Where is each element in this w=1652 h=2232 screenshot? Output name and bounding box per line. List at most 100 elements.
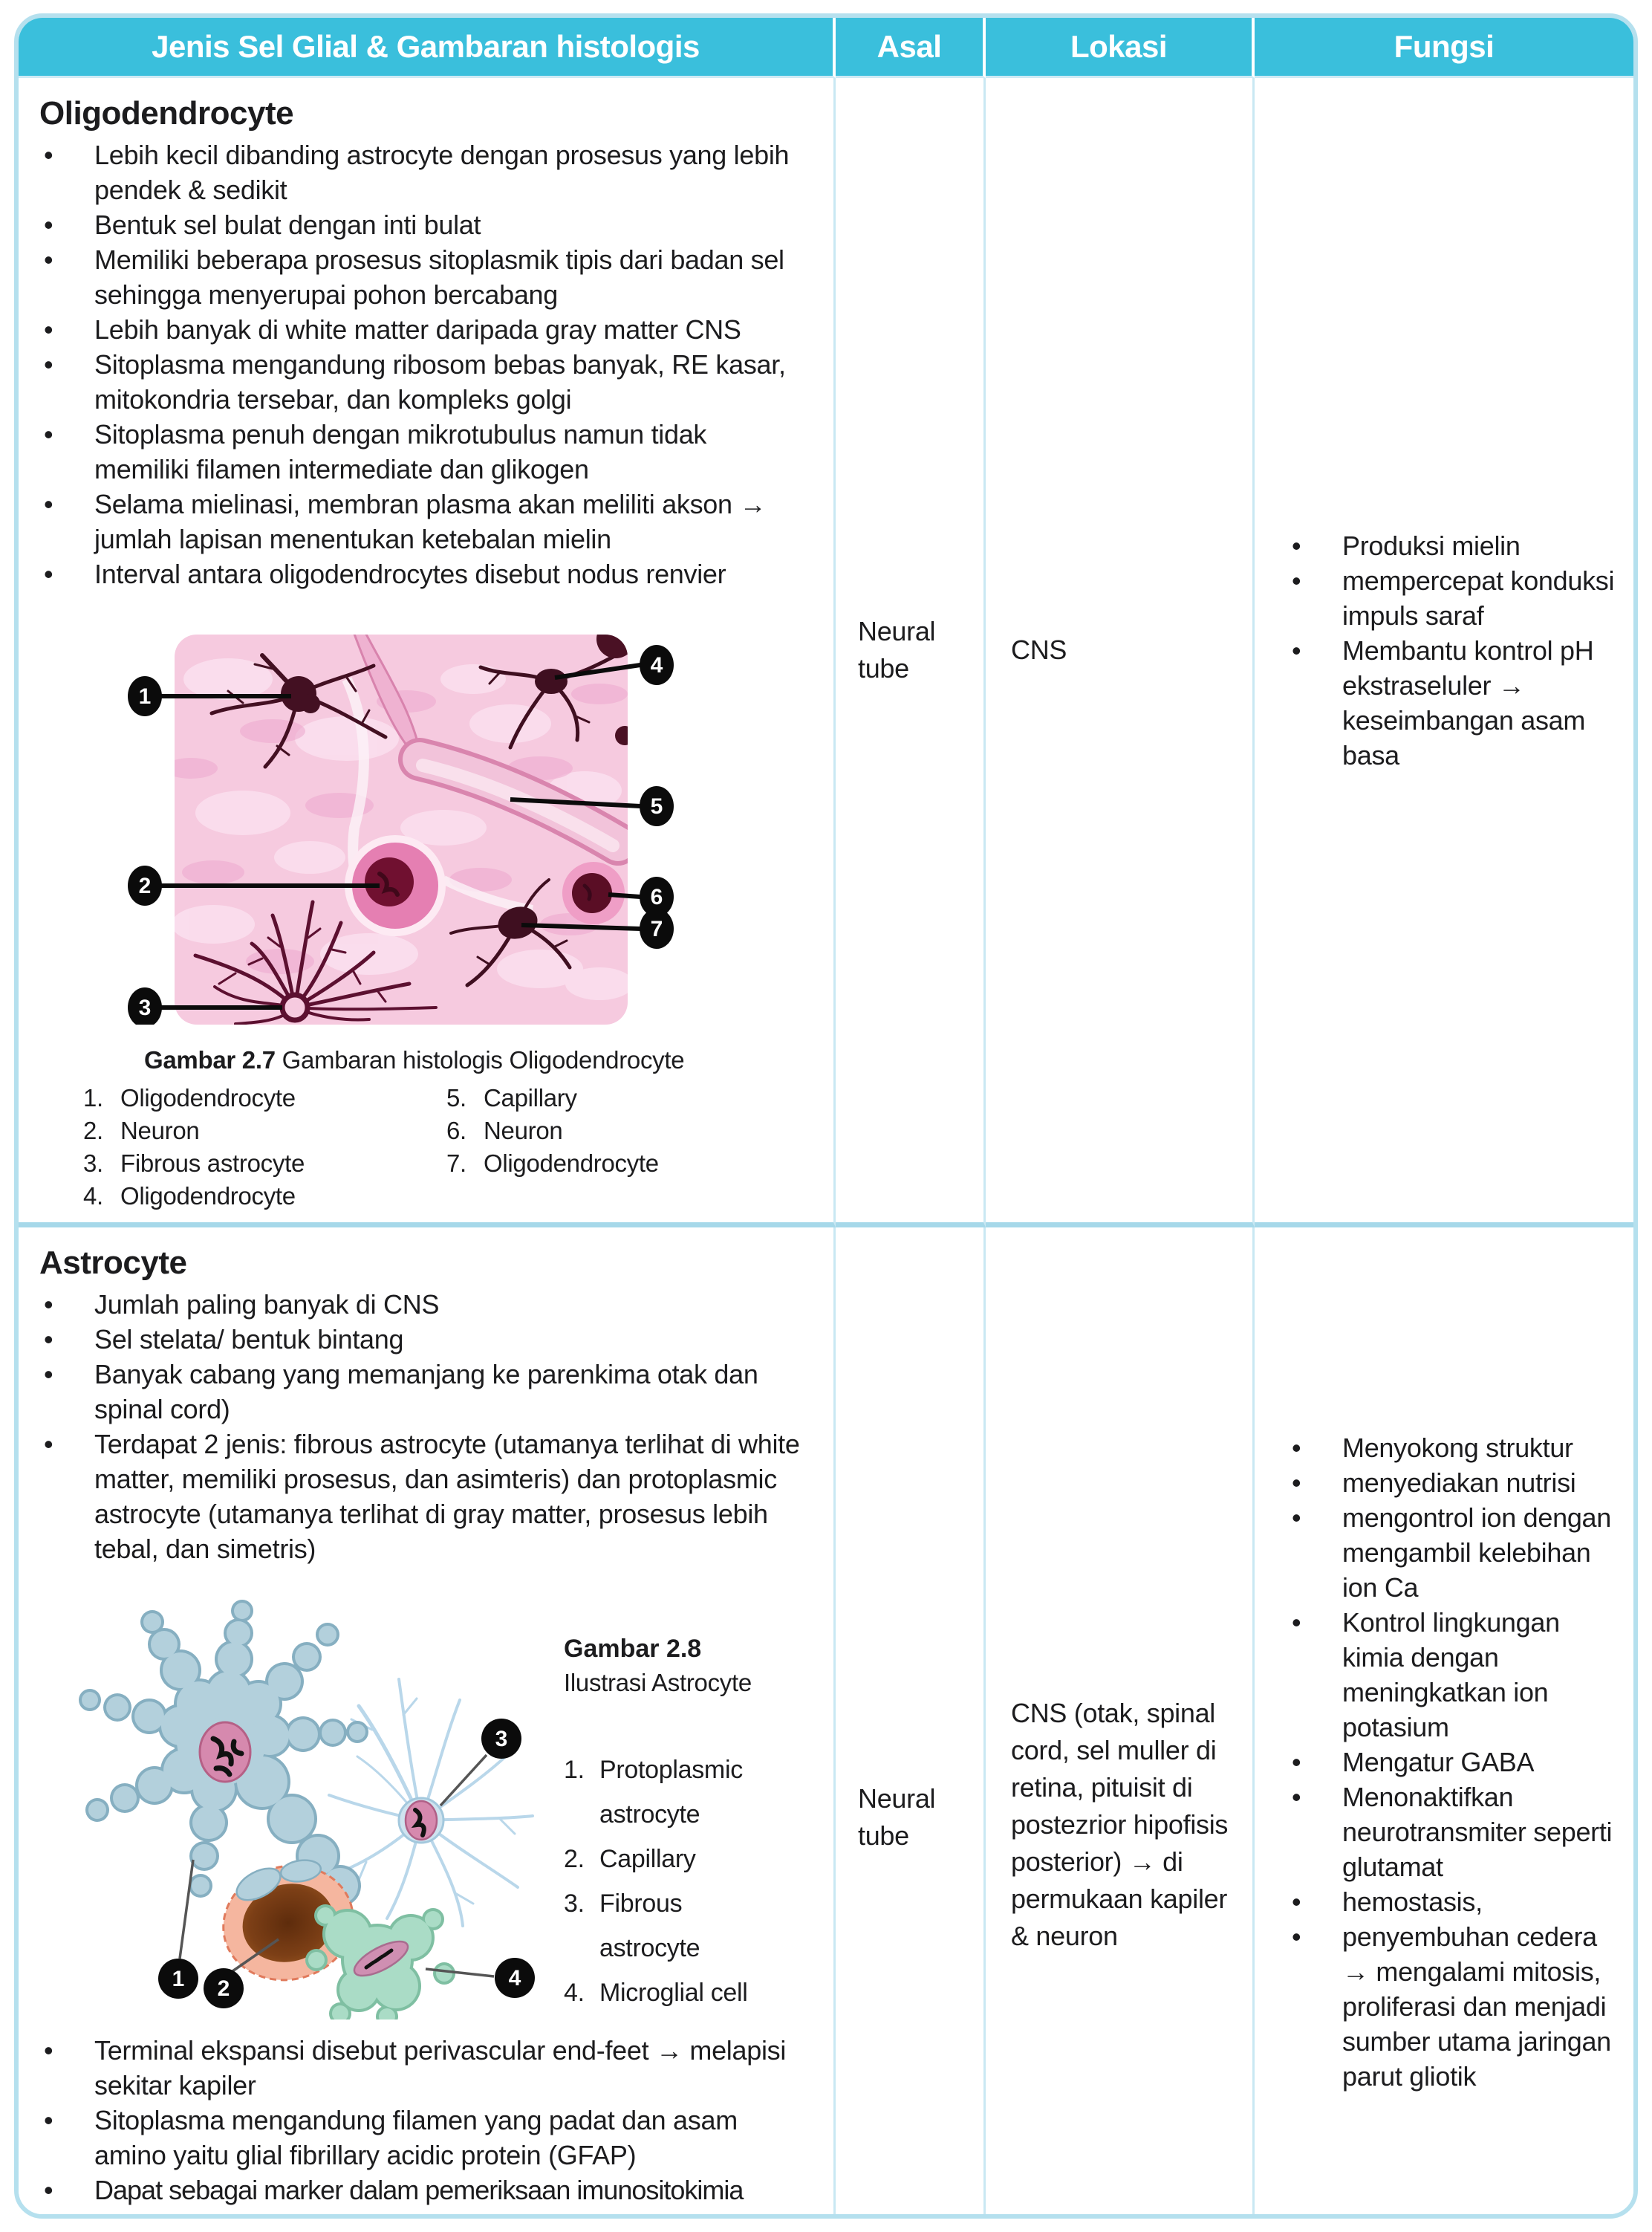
legend-column-left: 1. Oligodendrocyte 2.Neuron 3. Fibrous ast… — [83, 1082, 446, 1213]
legend-num: 6. — [446, 1117, 466, 1144]
row-oligodendrocyte-description: Oligodendrocyte •Lebih kecil dibanding a… — [19, 78, 836, 1227]
astrocyte-figure-caption-block: Gambar 2.8 Ilustrasi Astrocyte 1.Protopl… — [564, 1574, 775, 2019]
legend-item: 7.Oligodendrocyte — [446, 1147, 659, 1180]
legend-item: 4.Oligodendrocyte — [83, 1180, 446, 1213]
legend-label: Oligodendrocyte — [120, 1084, 296, 1112]
cell-fragment — [615, 726, 628, 745]
list-item: •mengontrol ion dengan mengambil kelebih… — [1287, 1500, 1617, 1605]
bullet-dot: • — [1292, 1886, 1301, 1917]
glial-cell-table: Jenis Sel Glial & Gambaran histologis As… — [14, 13, 1638, 2219]
bullet-dot: • — [1292, 565, 1301, 596]
bullet-dot: • — [1292, 1781, 1301, 1812]
microglia-nucleus-marks — [364, 1948, 394, 1970]
fungsi-list: •Menyokong struktur • menyediakan nutrisi… — [1287, 1430, 1617, 2094]
astrocyte-figure: 1 2 3 4 Gambar 2.8 Ilustrasi Astrocyte 1… — [39, 1574, 813, 2019]
legend-label: Capillary — [599, 1845, 696, 1873]
bullet-text: Banyak cabang yang memanjang ke parenkim… — [94, 1359, 758, 1424]
bullet-text: Membantu kontrol pH ekstraseluler → kese… — [1342, 635, 1594, 771]
header-label: Jenis Sel Glial & Gambaran histologis — [152, 29, 700, 64]
badge-number: 7 — [651, 917, 663, 941]
figure-legend: 1. Oligodendrocyte 2.Neuron 3. Fibrous ast… — [83, 1082, 813, 1213]
row-oligodendrocyte-asal: Neural tube — [836, 78, 986, 1227]
list-item: • menyediakan nutrisi — [1287, 1465, 1617, 1500]
list-item: •Menonaktifkan neurotransmiter seperti g… — [1287, 1780, 1617, 1884]
neuron-cell-6 — [562, 862, 625, 924]
bullet-text: Sitoplasma mengandung filamen yang padat… — [94, 2105, 738, 2170]
header-cell-asal: Asal — [836, 18, 986, 78]
badge-number: 3 — [139, 996, 152, 1020]
callout-lines — [161, 663, 641, 1010]
bullet-text: hemostasis, — [1342, 1886, 1483, 1917]
list-item: •penyembuhan cedera → mengalami mitosis,… — [1287, 1919, 1617, 2094]
legend-num: 3. — [83, 1149, 103, 1177]
bullet-dot: • — [44, 1359, 53, 1389]
badge-number: 2 — [218, 1976, 230, 2001]
bullet-dot: • — [44, 2175, 53, 2205]
bullet-list-bottom: • Terminal ekspansi disebut perivascular … — [39, 2033, 813, 2207]
histology-micrograph: 1 2 3 4 5 6 7 — [128, 635, 674, 1028]
bullet-text: Terminal ekspansi disebut perivascular e… — [94, 2035, 787, 2100]
badge-number: 2 — [139, 874, 152, 898]
legend-item: 1. Oligodendrocyte — [83, 1082, 446, 1115]
bullet-dot: • — [1292, 1467, 1301, 1498]
legend-item: 2.Neuron — [83, 1115, 446, 1147]
bullet-text: Terdapat 2 jenis: fibrous astrocyte (uta… — [94, 1429, 800, 1564]
row-astrocyte-asal: Neural tube — [836, 1227, 986, 2214]
astrocyte-illustration: 1 2 3 4 — [79, 1600, 535, 2019]
bullet-dot: • — [1292, 1746, 1301, 1777]
list-item: •Menyokong struktur — [1287, 1430, 1617, 1465]
list-item: •Terdapat 2 jenis: fibrous astrocyte (ut… — [39, 1427, 813, 1566]
list-item: •Mengatur GABA — [1287, 1745, 1617, 1780]
row-astrocyte-fungsi: •Menyokong struktur • menyediakan nutrisi… — [1255, 1227, 1633, 2214]
list-item: • Banyak cabang yang memanjang ke parenki… — [39, 1357, 813, 1427]
bullet-dot: • — [44, 210, 53, 240]
bullet-dot: • — [44, 314, 53, 345]
bullet-text: menyediakan nutrisi — [1342, 1467, 1576, 1498]
legend-num: 2. — [564, 1845, 585, 1873]
fibrous-astrocyte-cell-3 — [193, 900, 438, 1025]
legend-label: Fibrous astrocyte — [120, 1149, 305, 1177]
legend-label: Neuron — [484, 1117, 563, 1144]
bullet-text: Dapat sebagai marker dalam pemeriksaan i… — [94, 2175, 744, 2205]
bullet-text: Sel stelata/ bentuk bintang — [94, 1324, 404, 1355]
bullet-dot: • — [1292, 1502, 1301, 1533]
bullet-text: mempercepat konduksi impuls saraf — [1342, 565, 1615, 631]
lokasi-value: CNS (otak, spinal cord, sel muller di re… — [1011, 1698, 1229, 1951]
bullet-dot: • — [1292, 530, 1301, 561]
bullet-dot: • — [44, 559, 53, 589]
nucleus-chromatin — [210, 1736, 244, 1777]
cell-title: Oligodendrocyte — [39, 95, 294, 132]
header-label: Asal — [877, 29, 942, 64]
badge-number: 5 — [651, 794, 663, 819]
list-item: •Memiliki beberapa prosesus sitoplasmik … — [39, 242, 813, 312]
legend-num: 4. — [564, 1979, 585, 2007]
list-item: • Dapat sebagai marker dalam pemeriksaan … — [39, 2173, 813, 2207]
list-item: •Produksi mielin — [1287, 528, 1617, 563]
list-item: •Sitoplasma mengandung ribosom bebas ban… — [39, 347, 813, 417]
header-cell-fungsi: Fungsi — [1255, 18, 1633, 78]
bullet-dot: • — [44, 1324, 53, 1355]
asal-value: Neural tube — [858, 616, 936, 684]
list-item: •Lebih banyak di white matter daripada g… — [39, 312, 813, 347]
legend-label: Neuron — [120, 1117, 200, 1144]
neuron-cell-2 — [345, 835, 446, 936]
row-astrocyte-lokasi: CNS (otak, spinal cord, sel muller di re… — [986, 1227, 1255, 2214]
legend-num: 1. — [83, 1084, 103, 1112]
bullet-dot: • — [44, 489, 53, 519]
legend-label: Microglial cell — [599, 1979, 748, 2007]
legend-item: 3. Fibrous astrocyte — [83, 1147, 446, 1180]
microglial-cell — [305, 1904, 455, 2019]
bullet-dot: • — [1292, 1921, 1301, 1952]
badge-number: 4 — [509, 1966, 521, 1991]
legend-num: 7. — [446, 1149, 466, 1177]
list-item: • Sel stelata/ bentuk bintang — [39, 1322, 813, 1357]
legend-item: 4. Microglial cell — [564, 1970, 775, 2015]
badge-number: 1 — [172, 1967, 185, 1991]
asal-value: Neural tube — [858, 1783, 936, 1851]
legend-num: 1. — [564, 1756, 585, 1784]
bullet-text: Jumlah paling banyak di CNS — [94, 1289, 440, 1320]
figure-caption: Gambar 2.7 Gambaran histologis Oligodend… — [144, 1046, 813, 1074]
figure-caption-number: Gambar 2.8 — [564, 1635, 702, 1663]
list-item: •Sitoplasma mengandung filamen yang pada… — [39, 2103, 813, 2173]
perivascular-end-foot — [279, 1859, 322, 1883]
